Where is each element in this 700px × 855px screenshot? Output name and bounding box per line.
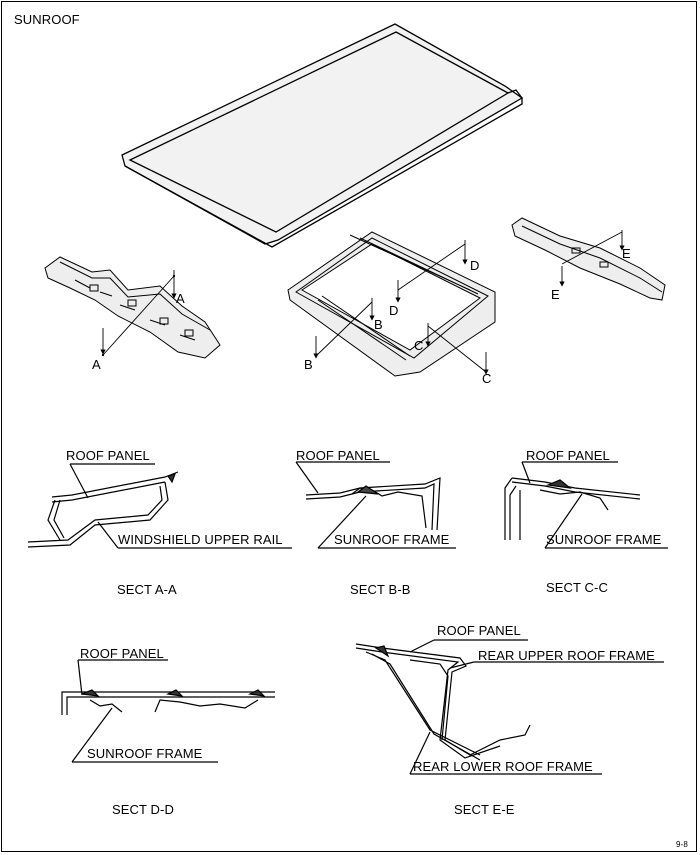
marker-c-upper: C: [414, 338, 424, 353]
sect-d-roof-panel-label: ROOF PANEL: [80, 646, 164, 661]
sect-c-roof-panel-label: ROOF PANEL: [526, 448, 610, 463]
roof-panel-drawing: [121, 23, 524, 248]
marker-e-upper: E: [622, 246, 631, 261]
marker-a-lower: A: [92, 357, 101, 372]
sect-a-windshield-upper-rail-label: WINDSHIELD UPPER RAIL: [118, 532, 283, 547]
section-c-c-drawing: [504, 461, 668, 549]
marker-d-upper: D: [470, 258, 480, 273]
sect-b-roof-panel-label: ROOF PANEL: [296, 448, 380, 463]
marker-e-lower: E: [551, 287, 560, 302]
marker-d-lower: D: [389, 303, 399, 318]
sect-c-caption: SECT C-C: [546, 580, 608, 595]
sect-b-sunroof-frame-label: SUNROOF FRAME: [334, 532, 450, 547]
section-b-b-drawing: [295, 461, 456, 549]
rear-roof-frame-drawing: [511, 217, 666, 301]
sect-d-caption: SECT D-D: [112, 802, 174, 817]
sunroof-frame-drawing: [287, 231, 496, 377]
windshield-upper-rail-drawing: [44, 256, 221, 359]
sect-e-rear-upper-roof-frame-label: REAR UPPER ROOF FRAME: [478, 648, 655, 663]
sect-c-sunroof-frame-label: SUNROOF FRAME: [546, 532, 662, 547]
sect-d-sunroof-frame-label: SUNROOF FRAME: [87, 746, 203, 761]
marker-a-upper: A: [176, 291, 185, 306]
section-e-e-drawing: [355, 639, 664, 775]
marker-b-upper: B: [374, 317, 383, 332]
sect-e-rear-lower-roof-frame-label: REAR LOWER ROOF FRAME: [413, 759, 593, 774]
section-cut-lines: [100, 230, 625, 375]
section-d-d-drawing: [61, 659, 275, 763]
sect-e-roof-panel-label: ROOF PANEL: [437, 623, 521, 638]
sect-b-caption: SECT B-B: [350, 582, 411, 597]
sect-e-caption: SECT E-E: [454, 802, 515, 817]
marker-c-lower: C: [482, 371, 492, 386]
section-a-a-drawing: [27, 463, 292, 549]
page-number: 9-8: [676, 840, 688, 849]
sect-a-roof-panel-label: ROOF PANEL: [66, 448, 150, 463]
marker-b-lower: B: [304, 357, 313, 372]
page-title: SUNROOF: [14, 12, 80, 27]
sect-a-caption: SECT A-A: [117, 582, 177, 597]
